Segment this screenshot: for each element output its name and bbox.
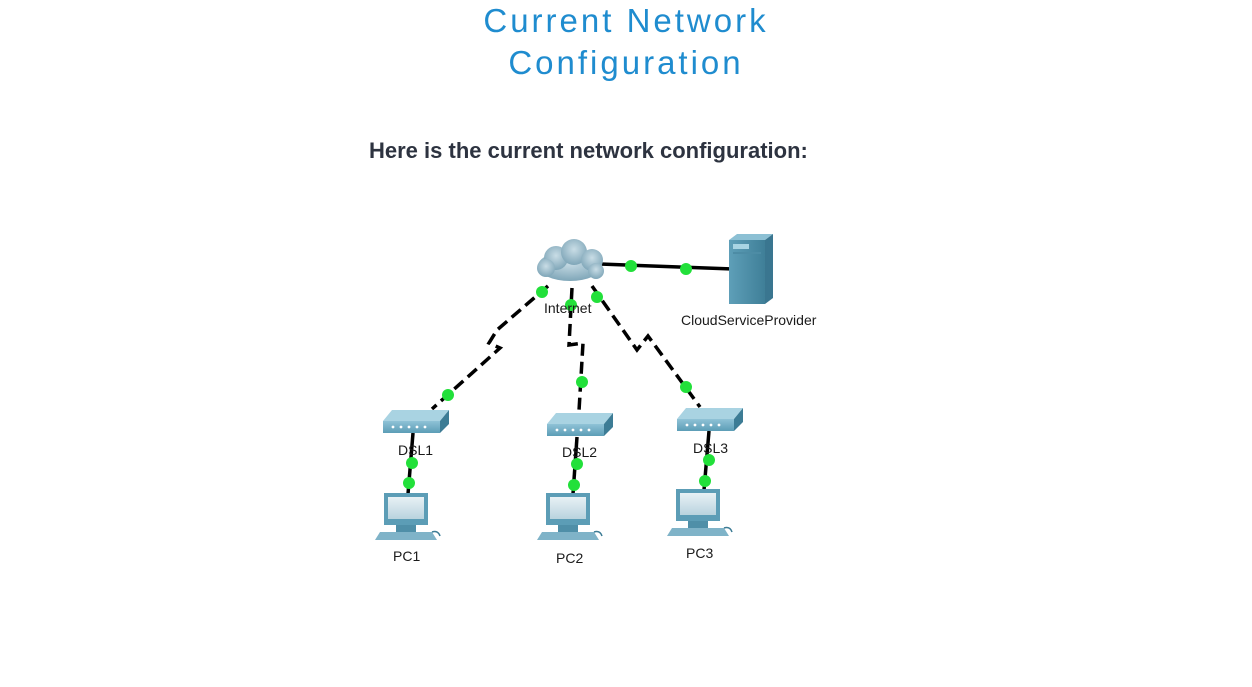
node-dsl2[interactable]: DSL2 bbox=[547, 413, 613, 460]
node-dsl1[interactable]: DSL1 bbox=[383, 410, 449, 458]
link-internet-cloudprovider bbox=[599, 262, 734, 271]
pc3-label: PC3 bbox=[686, 545, 713, 561]
dsl1-label: DSL1 bbox=[398, 442, 433, 458]
link-status-dots bbox=[403, 260, 715, 491]
server-icon bbox=[729, 234, 773, 304]
pc1-label: PC1 bbox=[393, 548, 420, 564]
dsl2-label: DSL2 bbox=[562, 444, 597, 460]
dsl3-label: DSL3 bbox=[693, 440, 728, 456]
pc2-label: PC2 bbox=[556, 550, 583, 566]
dsl-modem-icon bbox=[677, 408, 743, 431]
link-status-dot bbox=[576, 376, 588, 388]
node-pc1[interactable]: PC1 bbox=[375, 493, 441, 564]
link-status-dot bbox=[406, 457, 418, 469]
internet-label: Internet bbox=[544, 300, 592, 316]
pc-icon bbox=[375, 493, 441, 540]
link-status-dot bbox=[699, 475, 711, 487]
cloud-service-provider-label: CloudServiceProvider bbox=[681, 312, 817, 328]
link-status-dot bbox=[591, 291, 603, 303]
title-line-1: Current Network bbox=[483, 2, 769, 39]
link-status-dot bbox=[625, 260, 637, 272]
pc-icon bbox=[537, 493, 603, 540]
page-title: Current Network Configuration bbox=[0, 0, 1252, 84]
link-status-dot bbox=[442, 389, 454, 401]
link-status-dot bbox=[536, 286, 548, 298]
node-internet[interactable]: Internet bbox=[537, 239, 604, 316]
title-line-2: Configuration bbox=[508, 44, 744, 81]
intro-text: Here is the current network configuratio… bbox=[369, 138, 808, 163]
dsl-modem-icon bbox=[383, 410, 449, 433]
link-status-dot bbox=[568, 479, 580, 491]
node-dsl3[interactable]: DSL3 bbox=[677, 408, 743, 456]
link-internet-dsl2 bbox=[567, 287, 585, 412]
link-internet-dsl1 bbox=[430, 284, 550, 411]
node-pc2[interactable]: PC2 bbox=[537, 493, 603, 566]
link-status-dot bbox=[680, 381, 692, 393]
cloud-icon bbox=[537, 239, 604, 281]
pc-icon bbox=[667, 489, 733, 536]
link-status-dot bbox=[403, 477, 415, 489]
dsl-modem-icon bbox=[547, 413, 613, 436]
link-status-dot bbox=[703, 454, 715, 466]
link-internet-dsl3 bbox=[590, 284, 702, 409]
node-cloud-service-provider[interactable]: CloudServiceProvider bbox=[681, 234, 817, 328]
link-status-dot bbox=[680, 263, 692, 275]
link-status-dot bbox=[571, 458, 583, 470]
node-pc3[interactable]: PC3 bbox=[667, 489, 733, 561]
link-status-dot bbox=[565, 299, 577, 311]
